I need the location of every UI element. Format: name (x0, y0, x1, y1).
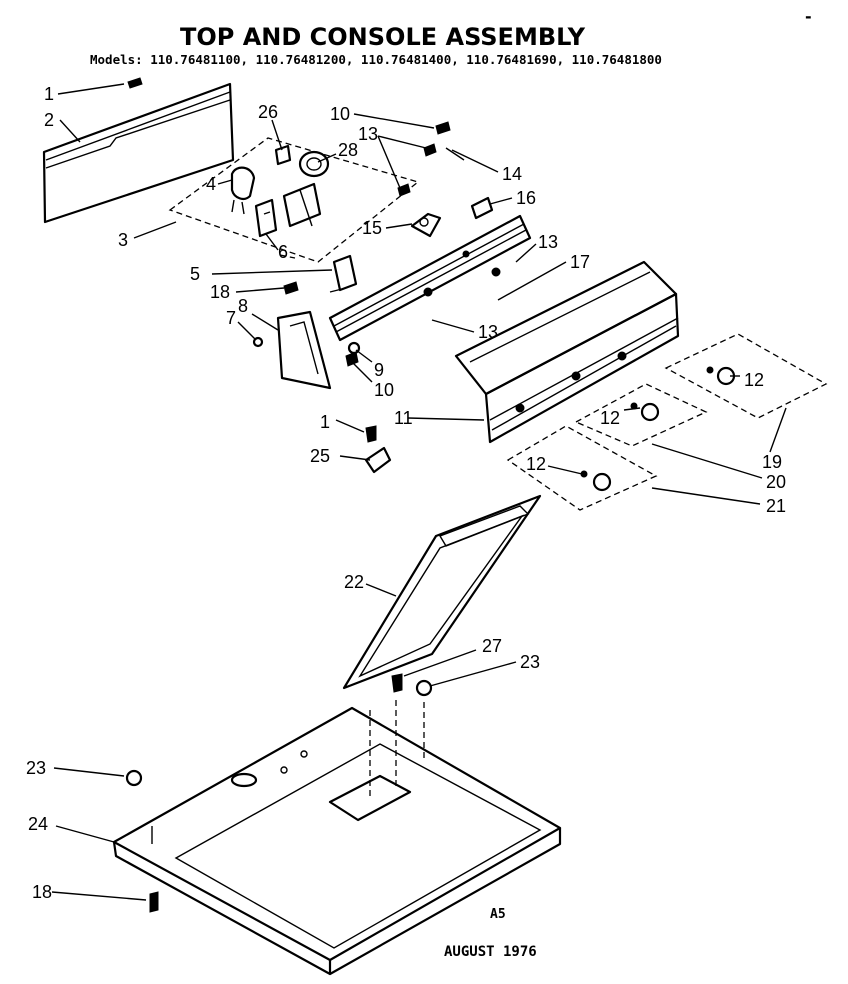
callout-19: 19 (762, 452, 782, 472)
page-code: A5 (490, 907, 506, 922)
callout-24: 24 (28, 814, 48, 834)
callout-8: 8 (238, 296, 248, 316)
callout-2: 2 (44, 110, 54, 130)
callout-12-left: 12 (526, 454, 546, 474)
part-20-knob-panel (574, 383, 708, 447)
callout-6: 6 (278, 242, 288, 262)
callout-26: 26 (258, 102, 278, 122)
callout-1-top: 1 (44, 84, 54, 104)
callout-5: 5 (190, 264, 200, 284)
callout-4: 4 (206, 174, 216, 194)
part-21-knob-panel (506, 425, 658, 511)
callout-18-lower: 18 (32, 882, 52, 902)
callout-14: 14 (502, 164, 522, 184)
callout-10-lower: 10 (374, 380, 394, 400)
part-16-clip (470, 196, 494, 220)
console-channel (328, 214, 532, 342)
callout-25: 25 (310, 446, 330, 466)
callout-27: 27 (482, 636, 502, 656)
callout-labels: 1 2 3 26 28 4 6 10 13 14 16 15 13 17 5 1… (26, 84, 786, 902)
part-1-screw-top (127, 77, 143, 89)
part-10-screw-lower (345, 351, 359, 367)
timer-body (282, 182, 322, 228)
part-24-top-panel (112, 700, 562, 976)
part-8-end-bracket (276, 310, 332, 390)
callout-22: 22 (344, 572, 364, 592)
callout-15: 15 (362, 218, 382, 238)
callout-20: 20 (766, 472, 786, 492)
models-line: Models: 110.76481100, 110.76481200, 110.… (90, 52, 662, 67)
part-7-screw (252, 336, 264, 348)
part-3-control-plate (168, 137, 420, 263)
part-5-bracket (329, 254, 358, 293)
callout-18-upper: 18 (210, 282, 230, 302)
callout-10-upper: 10 (330, 104, 350, 124)
part-15-bracket (410, 212, 442, 238)
part-23-nut-upper (415, 679, 433, 697)
callout-12-middle: 12 (600, 408, 620, 428)
part-4-switch (230, 166, 256, 215)
corner-mark: - (805, 7, 812, 26)
callout-1-lower: 1 (320, 412, 330, 432)
part-18-screw-upper (283, 281, 299, 295)
part-10-screw-upper (435, 121, 451, 135)
part-13-screw-upper (397, 143, 437, 197)
callout-13-middle: 13 (538, 232, 558, 252)
part-27-screw (391, 673, 403, 693)
callout-17: 17 (570, 252, 590, 272)
callout-13-upper: 13 (358, 124, 378, 144)
date-label: AUGUST 1976 (444, 944, 537, 960)
part-25-clip (364, 446, 392, 474)
part-18-screw-lower (149, 891, 159, 913)
diagram-title: TOP AND CONSOLE ASSEMBLY (180, 23, 586, 51)
callout-21: 21 (766, 496, 786, 516)
part-14-wire (445, 147, 465, 161)
callout-23-upper: 23 (520, 652, 540, 672)
part-1-screw-lower (365, 425, 377, 443)
part-2-back-panel (42, 82, 235, 224)
part-11-console-housing (454, 260, 680, 444)
callout-9: 9 (374, 360, 384, 380)
part-23-nut-lower (125, 769, 143, 787)
callout-13-lower: 13 (478, 322, 498, 342)
callout-7: 7 (226, 308, 236, 328)
part-26-clip (274, 144, 292, 166)
callout-28: 28 (338, 140, 358, 160)
part-28-timer-motor (298, 150, 330, 178)
callout-3: 3 (118, 230, 128, 250)
callout-11: 11 (394, 408, 413, 428)
callout-12-right: 12 (744, 370, 764, 390)
leader-lines (51, 83, 787, 901)
part-22-door (342, 494, 542, 690)
part-6-switch-block (254, 198, 278, 238)
callout-23-lower: 23 (26, 758, 46, 778)
callout-16: 16 (516, 188, 536, 208)
